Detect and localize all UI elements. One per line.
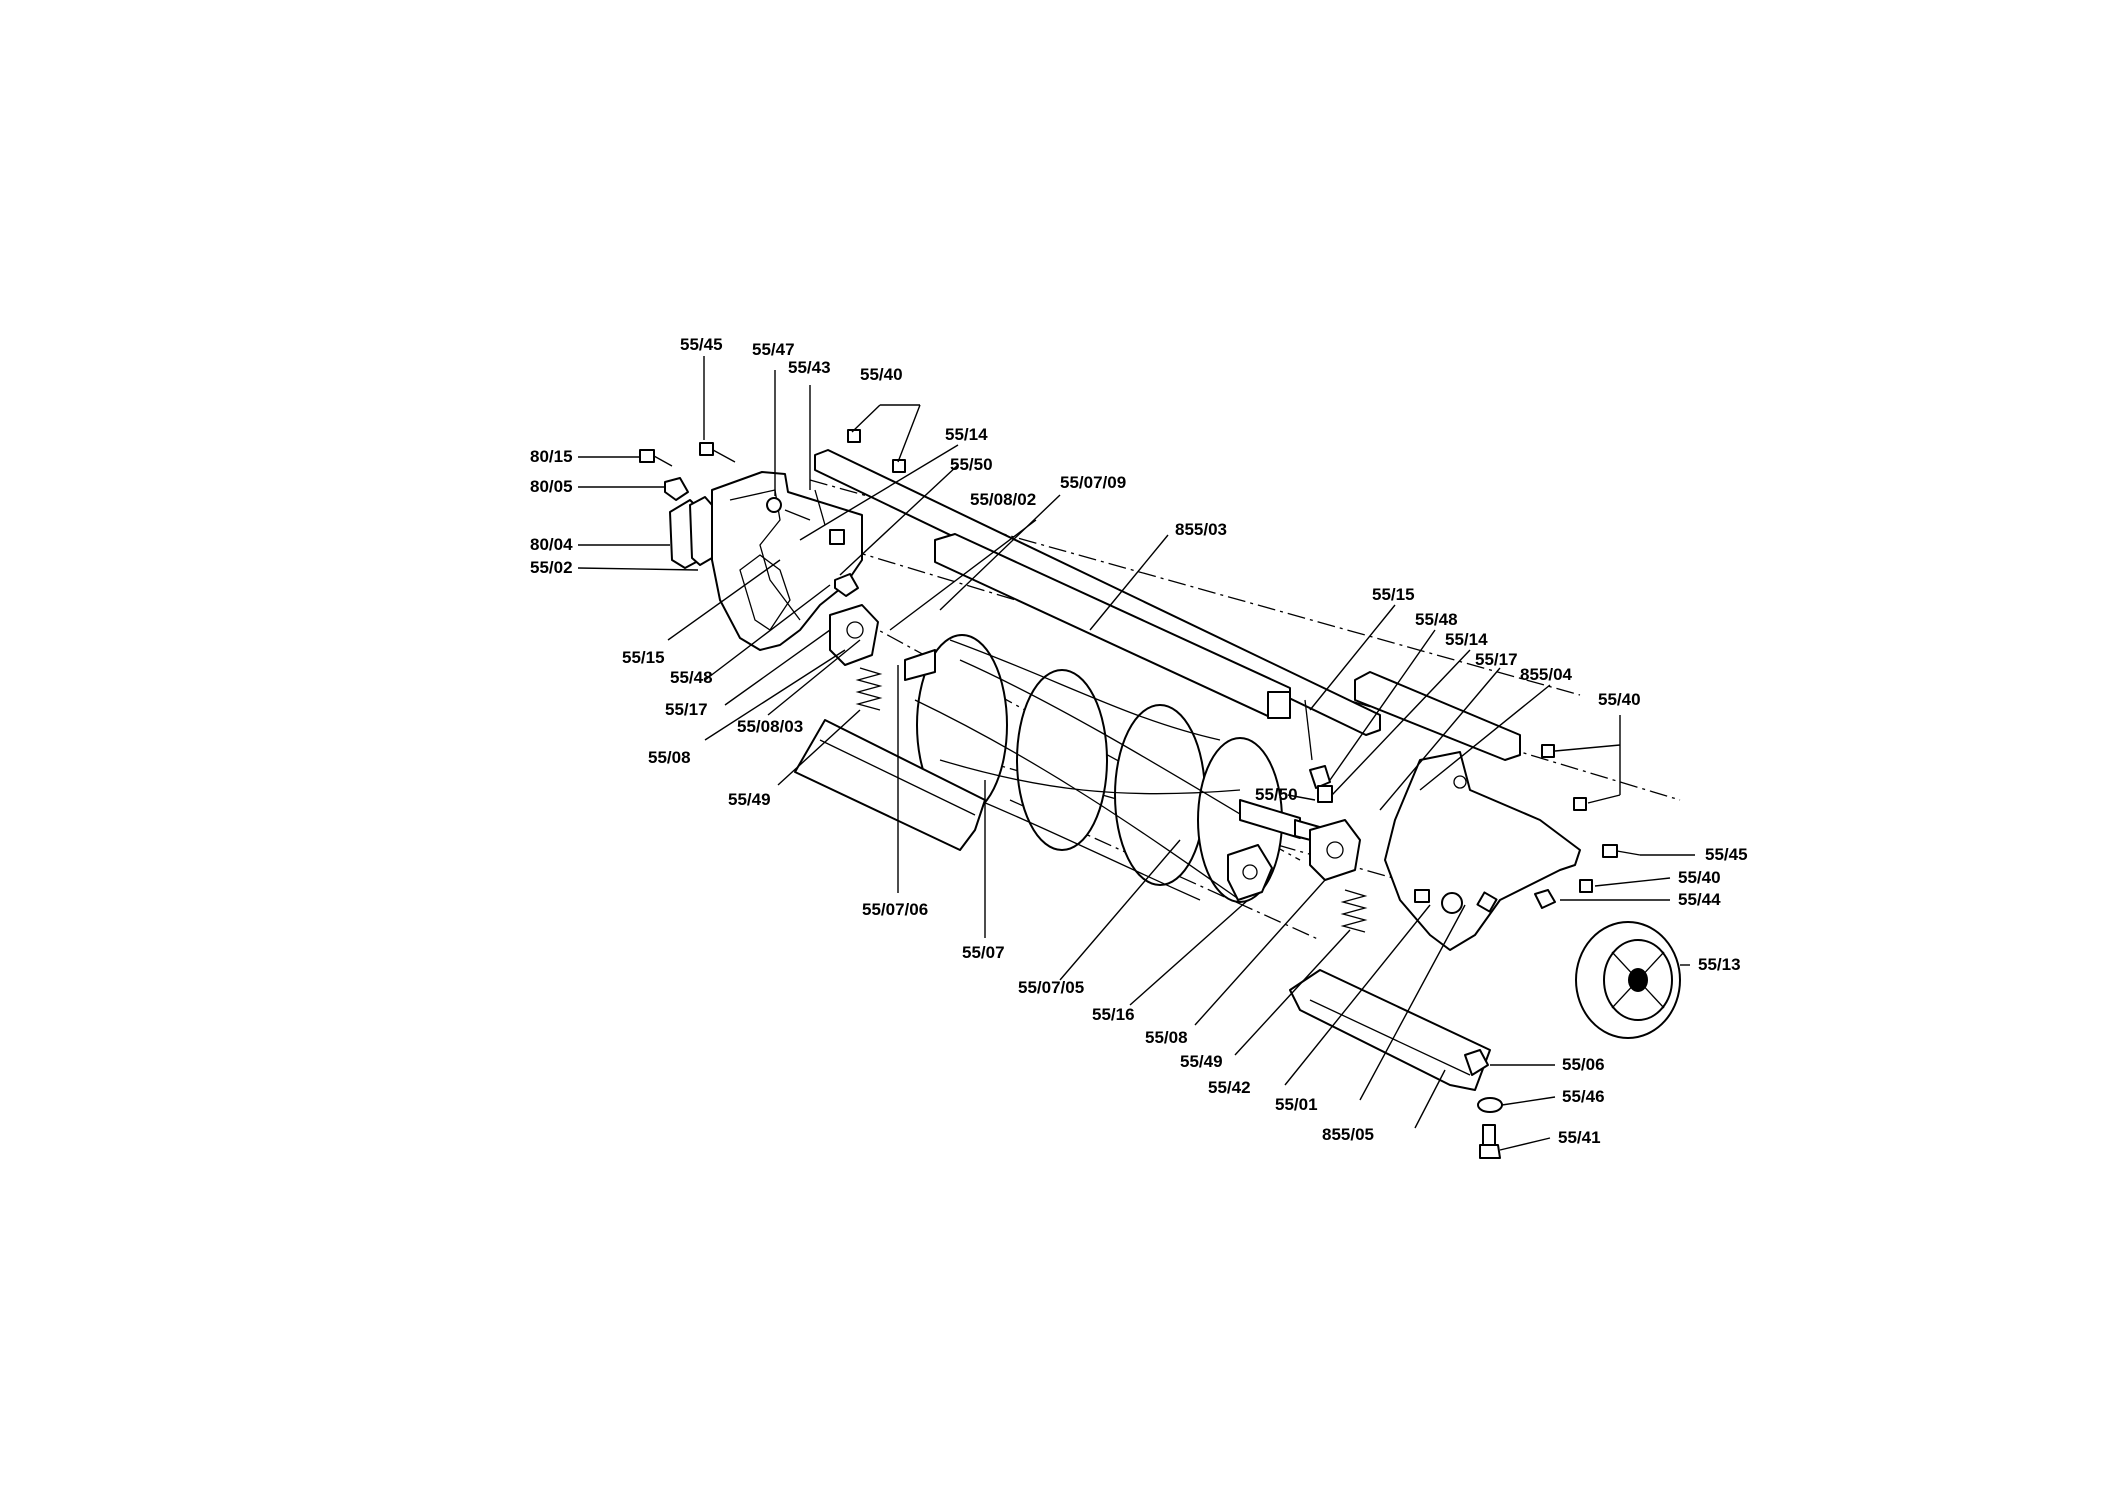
label-55-02: 55/02	[530, 558, 573, 577]
right-side-plate	[1354, 671, 1581, 951]
label-55-14-right: 55/14	[1445, 630, 1488, 649]
label-55-49-right: 55/49	[1180, 1052, 1223, 1071]
label-80-15: 80/15	[530, 447, 573, 466]
label-80-05: 80/05	[530, 477, 573, 496]
label-55-46: 55/46	[1562, 1087, 1605, 1106]
label-55-07-06: 55/07/06	[862, 900, 928, 919]
spring-left	[855, 667, 883, 711]
label-55-49-left: 55/49	[728, 790, 771, 809]
wheel	[1575, 921, 1681, 1039]
adjustment-block-left	[829, 604, 879, 666]
label-55-45-top: 55/45	[680, 335, 723, 354]
label-55-17-left: 55/17	[665, 700, 708, 719]
label-55-45-right: 55/45	[1705, 845, 1748, 864]
label-855-03: 855/03	[1175, 520, 1227, 539]
label-55-07: 55/07	[962, 943, 1005, 962]
label-55-40-right: 55/40	[1598, 690, 1641, 709]
label-55-40-top: 55/40	[860, 365, 903, 384]
label-55-13: 55/13	[1698, 955, 1741, 974]
label-55-44: 55/44	[1678, 890, 1721, 909]
part-labels: 55/45 55/47 55/43 55/40 80/15 80/05 80/0…	[530, 335, 1748, 1147]
label-55-08-left: 55/08	[648, 748, 691, 767]
adjustment-block-right	[1309, 819, 1361, 881]
label-55-47: 55/47	[752, 340, 795, 359]
label-855-04: 855/04	[1520, 665, 1573, 684]
hardware-right	[1304, 699, 1641, 1159]
left-side-plate	[711, 471, 863, 651]
label-80-04: 80/04	[530, 535, 573, 554]
label-55-06: 55/06	[1562, 1055, 1605, 1074]
label-55-43: 55/43	[788, 358, 831, 377]
label-55-07-05: 55/07/05	[1018, 978, 1084, 997]
top-box-channel	[814, 449, 1381, 736]
label-55-48-right: 55/48	[1415, 610, 1458, 629]
label-55-50-right: 55/50	[1255, 785, 1298, 804]
reel-cylinder	[904, 634, 1331, 903]
label-855-05: 855/05	[1322, 1125, 1374, 1144]
label-55-42: 55/42	[1208, 1078, 1251, 1097]
label-55-48-left: 55/48	[670, 668, 713, 687]
label-55-07-09: 55/07/09	[1060, 473, 1126, 492]
spring-right	[1340, 889, 1368, 933]
label-55-08-right: 55/08	[1145, 1028, 1188, 1047]
label-55-14-left: 55/14	[945, 425, 988, 444]
label-55-15-left: 55/15	[622, 648, 665, 667]
label-55-40-mid: 55/40	[1678, 868, 1721, 887]
label-55-08-02: 55/08/02	[970, 490, 1036, 509]
label-55-17-right: 55/17	[1475, 650, 1518, 669]
left-side-blocks	[669, 496, 713, 569]
leader-lines	[577, 356, 1695, 1151]
label-55-41: 55/41	[1558, 1128, 1601, 1147]
label-55-50-left: 55/50	[950, 455, 993, 474]
bearing-housing	[1227, 844, 1273, 901]
bottom-blade-right	[1289, 969, 1491, 1091]
label-55-08-03: 55/08/03	[737, 717, 803, 736]
label-55-15-right: 55/15	[1372, 585, 1415, 604]
label-55-16: 55/16	[1092, 1005, 1135, 1024]
label-55-01: 55/01	[1275, 1095, 1318, 1114]
